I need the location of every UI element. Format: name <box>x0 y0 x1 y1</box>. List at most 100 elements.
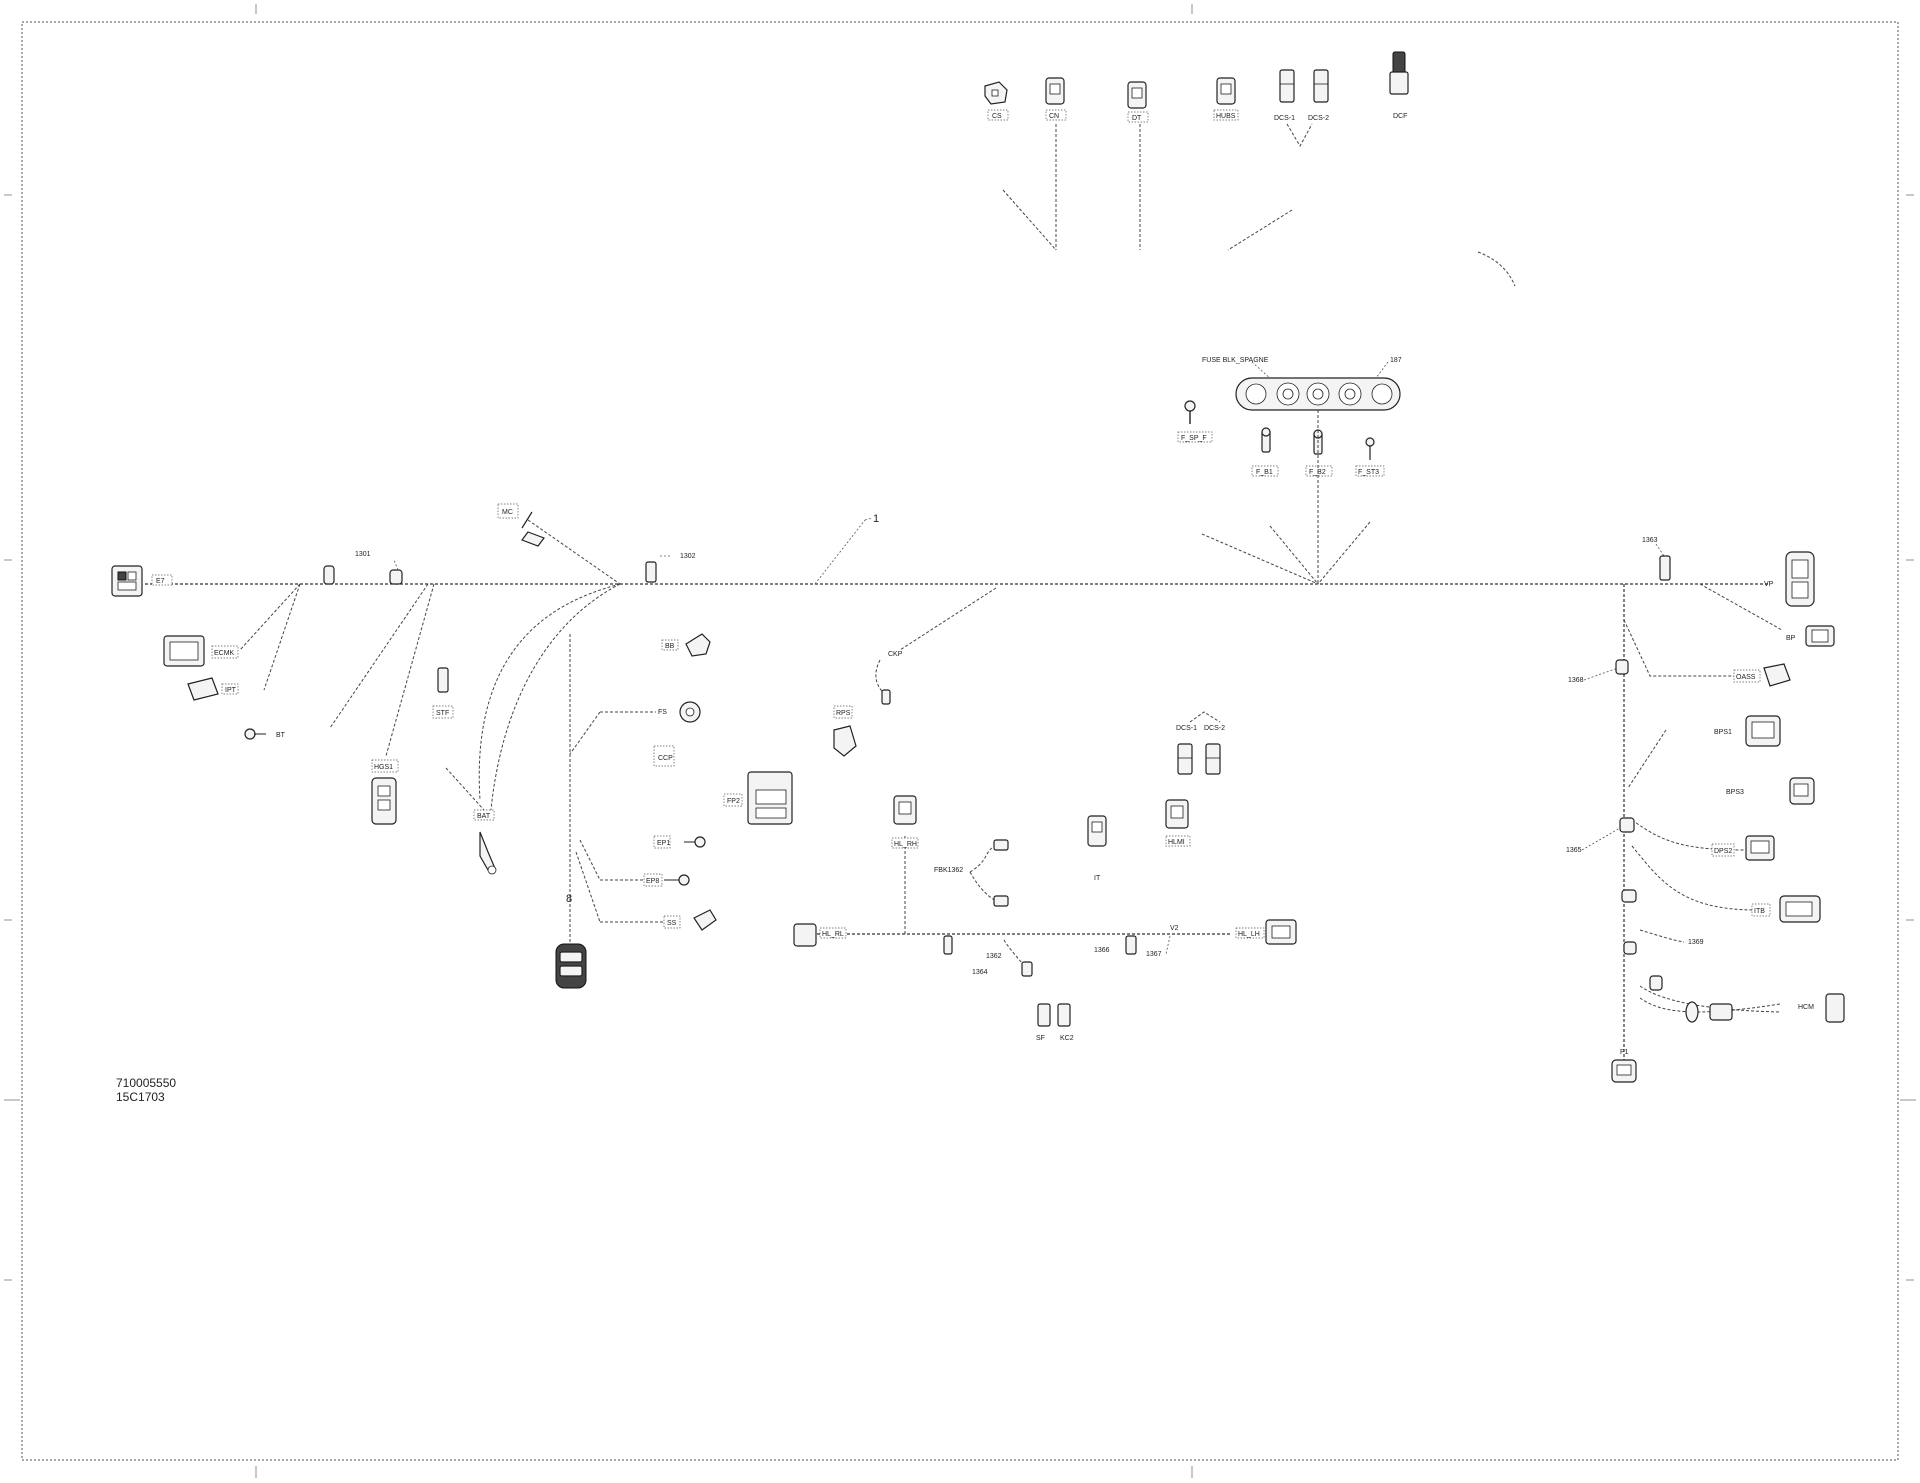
label-splice-1363: 1363 <box>1642 537 1658 544</box>
label-fs: FS <box>658 709 667 716</box>
label-f-b1: F_B1 <box>1256 469 1273 476</box>
label-f-st3: F_ST3 <box>1358 469 1379 476</box>
right-trunk <box>1623 583 1783 1060</box>
label-hcm: HCM <box>1798 1004 1814 1011</box>
fuse-leads: F_B1 F_B2 F_ST3 <box>1251 427 1385 477</box>
label-rps: RPS <box>836 710 851 717</box>
label-bps3: BPS3 <box>1726 789 1744 796</box>
label-sf: SF <box>1036 1035 1045 1042</box>
label-splice-1367: 1367 <box>1146 951 1162 958</box>
sub-harness: HL_RH HL_RL HL_LH FBK1362 1364 1362 1366… <box>793 795 1297 1042</box>
label-ckp: CKP <box>888 651 903 658</box>
callout-main-harness: 1 <box>873 513 879 525</box>
harness-hgs1: HGS1 <box>371 759 399 825</box>
top-connector-dcf: DCF <box>1389 51 1409 120</box>
center-it-hlmi: IT HLMI <box>1087 799 1191 882</box>
label-bat: BAT <box>477 813 491 820</box>
top-connector-dcs2: DCS-2 <box>1308 69 1329 122</box>
label-f-sp-f: F_SP_F <box>1181 435 1207 442</box>
label-vp: VP <box>1764 581 1774 588</box>
right-main-connector: VP <box>1764 551 1815 607</box>
label-splice-1365: 1365 <box>1566 847 1582 854</box>
label-ccp: CCP <box>658 755 673 762</box>
ground-terminal-bat: BAT <box>445 767 497 875</box>
label-fbk1362: FBK1362 <box>934 867 963 874</box>
right-splice-1363: 1363 <box>1642 537 1671 581</box>
connector-bt: BT <box>244 728 286 740</box>
label-hl-lh: HL_LH <box>1238 931 1260 938</box>
drawing-frame <box>21 21 1899 1461</box>
label-ep1: EP1 <box>657 840 670 847</box>
label-p1: P1 <box>1620 1049 1629 1056</box>
frame-tick-marks <box>4 4 1916 1478</box>
label-kc2: KC2 <box>1060 1035 1074 1042</box>
label-top-dcs2: DCS-2 <box>1308 115 1329 122</box>
label-it: IT <box>1094 875 1101 882</box>
label-hubs: HUBS <box>1216 113 1236 120</box>
drawing-code: 15C1703 <box>116 1090 165 1104</box>
top-connector-cn: CN <box>1045 77 1067 121</box>
top-connector-hubs: HUBS <box>1213 77 1239 121</box>
label-dps2: DPS2 <box>1714 848 1732 855</box>
right-bottom-connector: P1 <box>1611 1049 1637 1083</box>
label-node-v2: V2 <box>1170 925 1179 932</box>
label-ep8: EP8 <box>646 878 659 885</box>
label-e7: E7 <box>156 578 165 585</box>
callout-ground-branch: 8 <box>566 893 572 905</box>
label-mc: MC <box>502 509 513 516</box>
label-cs: CS <box>992 113 1002 120</box>
connector-ipt: IPT <box>187 677 239 701</box>
label-dcf: DCF <box>1393 113 1407 120</box>
label-ipt: IPT <box>225 687 237 694</box>
label-splice-1364: 1364 <box>972 969 988 976</box>
label-hgs1: HGS1 <box>374 764 393 771</box>
label-cn: CN <box>1049 113 1059 120</box>
label-splice-1301: 1301 <box>355 551 371 558</box>
label-bt: BT <box>276 732 286 739</box>
label-dcs1: DCS-1 <box>1176 725 1197 732</box>
connector-mc: MC <box>497 503 621 585</box>
connector-ecmk: ECMK <box>163 635 239 667</box>
ring-terminal-f-sp-f: F_SP_F <box>1177 400 1213 443</box>
label-bb: BB <box>665 643 675 650</box>
left-branch-wires <box>239 583 621 944</box>
fuse-block-wires <box>1201 410 1371 585</box>
callout-leader <box>814 519 866 585</box>
top-connector-dt: DT <box>1127 81 1149 123</box>
label-oass: OASS <box>1736 674 1756 681</box>
stator-stf: STF <box>432 667 454 719</box>
right-splices: 1368 1365 1369 <box>1566 659 1704 991</box>
label-splice-1302: 1302 <box>680 553 696 560</box>
label-dt: DT <box>1132 115 1142 122</box>
splice-1302: 1302 <box>645 553 696 583</box>
label-ss: SS <box>667 920 677 927</box>
label-itb: ITB <box>1754 908 1765 915</box>
label-hl-rh: HL_RH <box>894 841 917 848</box>
title-block: 710005550 15C1703 <box>116 1076 176 1104</box>
label-ecmk: ECMK <box>214 650 235 657</box>
sensor-ckp: CKP <box>875 587 997 705</box>
top-connector-dcs1: DCS-1 <box>1274 69 1295 122</box>
label-f-b2: F_B2 <box>1309 469 1326 476</box>
center-dcs-pair: DCS-1 DCS-2 <box>1176 711 1225 775</box>
label-splice-1369: 1369 <box>1688 939 1704 946</box>
label-splice-1368: 1368 <box>1568 677 1584 684</box>
left-main-connector: E7 <box>111 565 173 597</box>
center-left-sensors: BB FS CCP FP2 EP1 EP8 SS <box>569 633 793 931</box>
label-fp2: FP2 <box>727 798 740 805</box>
label-stf: STF <box>436 710 449 717</box>
label-bp: BP <box>1786 635 1796 642</box>
top-connector-cs: CS <box>984 81 1009 121</box>
label-bps1: BPS1 <box>1714 729 1732 736</box>
label-splice-1362: 1362 <box>986 953 1002 960</box>
fuse-block-id: 187 <box>1390 357 1402 364</box>
label-top-dcs1: DCS-1 <box>1274 115 1295 122</box>
label-hl-rl: HL_RL <box>822 931 844 938</box>
top-row-wires <box>1002 123 1516 287</box>
label-splice-1366: 1366 <box>1094 947 1110 954</box>
left-splices: 1301 <box>323 551 403 585</box>
part-number: 710005550 <box>116 1076 177 1090</box>
label-hlmi: HLMI <box>1168 839 1185 846</box>
right-connectors: BP OASS BPS1 BPS3 DPS2 ITB HCM <box>1685 625 1845 1023</box>
